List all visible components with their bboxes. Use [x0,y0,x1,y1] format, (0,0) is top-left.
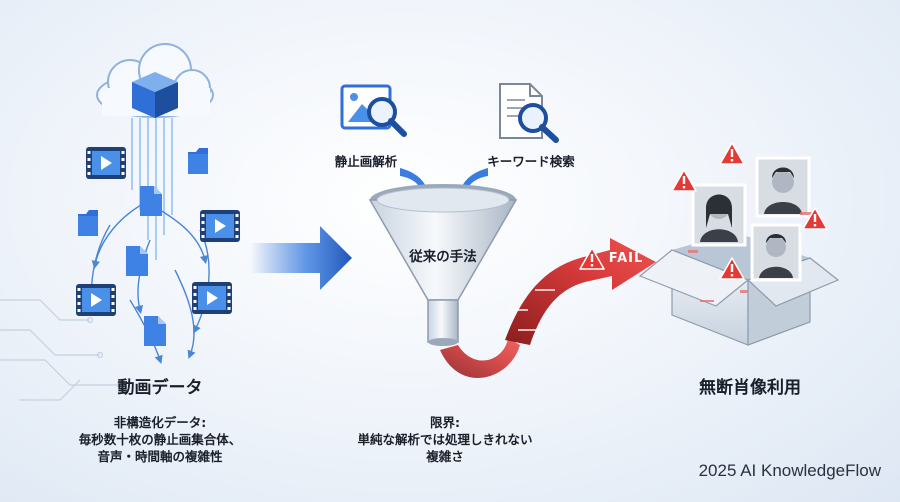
video-icon [192,282,232,314]
image-analysis-label: 静止画解析 [334,154,398,169]
portrait-photo [750,223,802,282]
video-icon [86,147,126,179]
middle-desc-line: 限界: [430,415,460,430]
fail-arrow [440,238,656,378]
middle-desc-line: 複雑さ [426,449,464,464]
left-title: 動画データ [117,378,203,398]
left-description: 非構造化データ: 毎秒数十枚の静止画集合体、 音声・時間軸の複雑性 [70,414,250,465]
funnel-icon [368,184,518,346]
box-icon [638,232,840,346]
flow-arrow [250,226,352,290]
folder-icon [78,210,98,236]
folder-icon [188,148,208,174]
video-icon [76,284,116,316]
left-desc-line: 音声・時間軸の複雑性 [97,449,223,464]
right-title: 無断肖像利用 [699,378,801,398]
warning-icon [719,142,745,165]
video-icon [200,210,240,242]
cube-icon [132,72,178,118]
warning-icon [671,169,697,192]
image-search-icon [340,84,407,137]
keyword-search-label: キーワード検索 [487,154,575,169]
left-desc-line: 非構造化データ: [113,415,207,430]
portrait-photo [755,156,811,218]
document-search-icon [499,83,559,143]
file-icon [140,186,162,216]
file-icon [126,246,148,276]
footer-credit: 2025 AI KnowledgeFlow [698,461,881,480]
funnel-label: 従来の手法 [409,249,477,265]
glitch-noise [688,212,812,302]
left-desc-line: 毎秒数十枚の静止画集合体、 [78,432,242,447]
file-icon [144,316,166,346]
fail-label: FAIL [608,251,644,266]
middle-description: 限界: 単純な解析では処理しきれない 複雑さ [350,414,540,465]
middle-desc-line: 単純な解析では処理しきれない [357,432,533,447]
circuit-lines [0,299,124,401]
portrait-photo [691,183,747,247]
